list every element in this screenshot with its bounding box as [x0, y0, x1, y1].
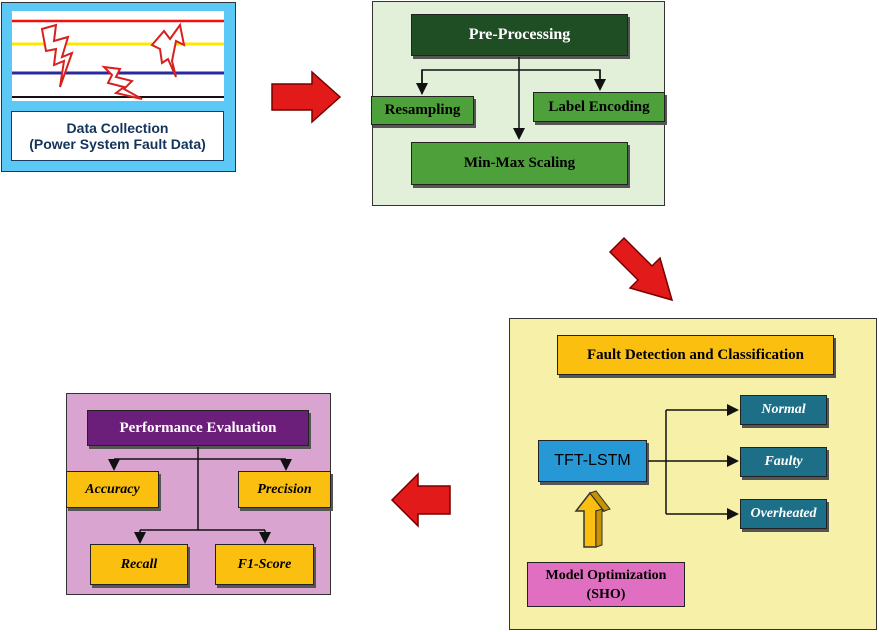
data-collection-panel: Data Collection (Power System Fault Data…	[1, 2, 236, 172]
metric-precision-box: Precision	[238, 471, 331, 508]
performance-title: Performance Evaluation	[87, 410, 309, 446]
arrow-left-icon	[390, 472, 451, 528]
fault-detection-title: Fault Detection and Classification	[557, 335, 834, 375]
arrow-down-right-icon	[608, 236, 674, 302]
metric-f1-score-box: F1-Score	[215, 544, 314, 585]
metric-recall-box: Recall	[90, 544, 188, 585]
preprocessing-title: Pre-Processing	[411, 14, 628, 56]
power-lines-illustration	[12, 11, 224, 101]
minmax-scaling-box: Min-Max Scaling	[411, 142, 628, 185]
model-optimization-box: Model Optimization (SHO)	[527, 562, 685, 607]
output-faulty-box: Faulty	[740, 447, 827, 477]
label-encoding-box: Label Encoding	[533, 92, 665, 122]
tft-lstm-box: TFT-LSTM	[538, 440, 647, 482]
data-collection-label: Data Collection (Power System Fault Data…	[11, 111, 224, 161]
arrow-right-icon	[271, 70, 342, 124]
model-optimization-subtitle: (SHO)	[586, 586, 626, 602]
metric-accuracy-box: Accuracy	[66, 471, 159, 508]
model-optimization-title: Model Optimization	[545, 567, 667, 583]
data-collection-title: Data Collection	[66, 120, 169, 136]
output-overheated-box: Overheated	[740, 499, 827, 529]
arrow-up-icon	[574, 490, 611, 548]
output-normal-box: Normal	[740, 395, 827, 425]
resampling-box: Resampling	[371, 96, 474, 125]
data-collection-subtitle: (Power System Fault Data)	[29, 136, 206, 152]
